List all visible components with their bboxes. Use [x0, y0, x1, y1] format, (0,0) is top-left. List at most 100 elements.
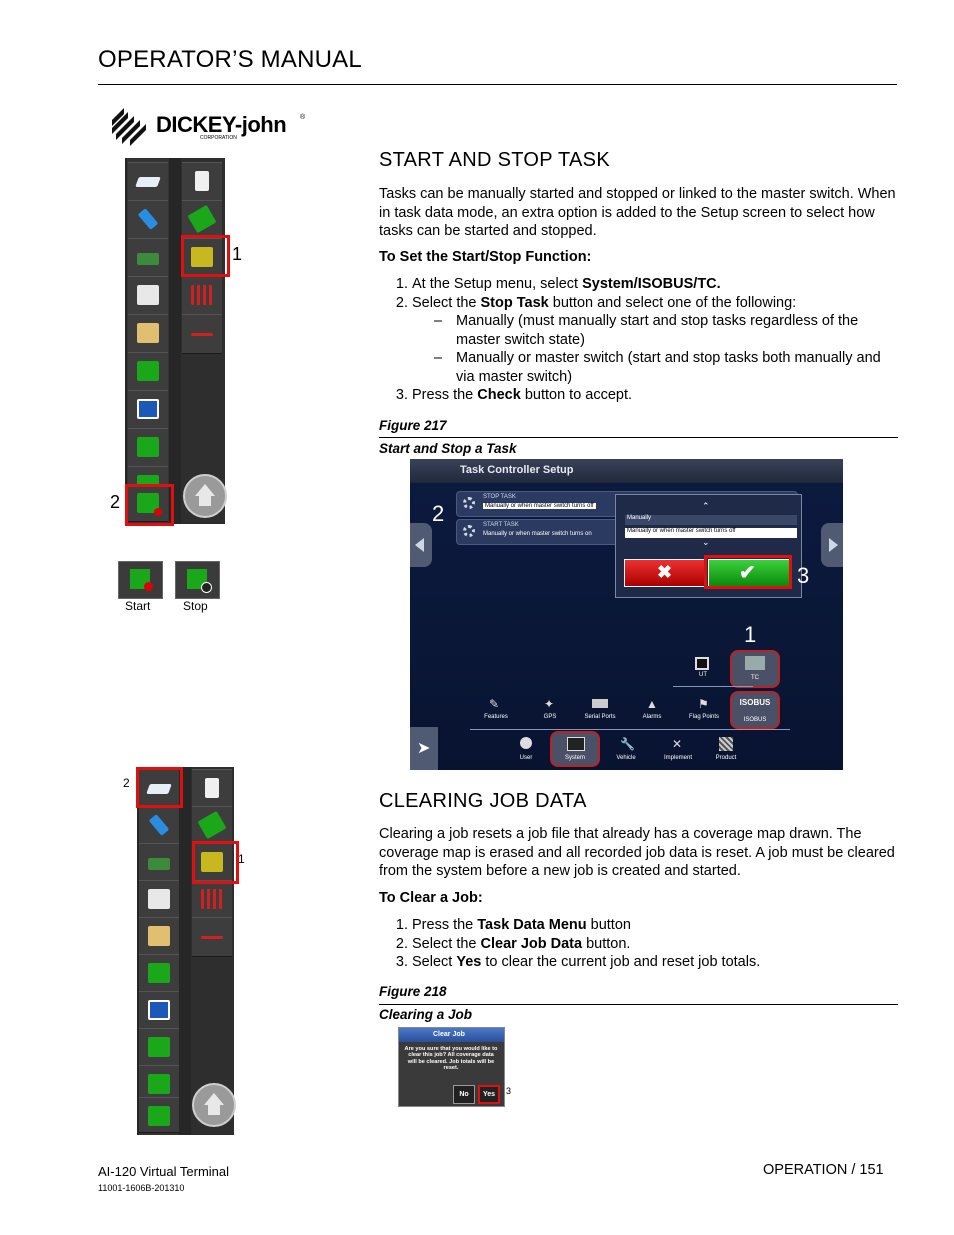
home-button[interactable]	[183, 474, 227, 518]
arrows-icon	[201, 936, 223, 939]
figure-217-rule	[379, 437, 898, 438]
usb-button[interactable]	[128, 200, 168, 240]
no-button[interactable]: No	[453, 1085, 475, 1104]
sections-button[interactable]	[182, 276, 222, 316]
stop-task-dropdown: ⌃ Manually Manually or when master switc…	[615, 494, 802, 598]
nav-right-arrow[interactable]	[821, 523, 843, 567]
stop-icon-tile	[175, 561, 220, 599]
usb-button[interactable]	[139, 806, 179, 846]
callout-number-1: 1	[232, 244, 243, 264]
tractor-button[interactable]	[192, 843, 232, 883]
home-button[interactable]	[192, 1083, 236, 1127]
system-button[interactable]: System	[550, 731, 600, 767]
map-button[interactable]	[128, 314, 168, 354]
job-list-button[interactable]	[128, 428, 168, 468]
tc-button[interactable]: TC	[730, 650, 780, 688]
field-button[interactable]	[128, 238, 168, 278]
sections-button[interactable]	[192, 880, 232, 920]
gps-button[interactable]: ✦ GPS	[530, 695, 570, 725]
section1-subheading: To Set the Start/Stop Function:	[379, 249, 592, 265]
figure-218-caption: Clearing a Job	[379, 1007, 473, 1022]
new-job-button[interactable]	[128, 352, 168, 392]
arrows-icon	[191, 333, 213, 336]
map-button[interactable]	[139, 917, 179, 957]
edit-button[interactable]	[139, 880, 179, 920]
left2-callout-1: 1	[238, 852, 245, 866]
features-icon: ✎	[489, 697, 500, 711]
gear-icon	[463, 525, 475, 537]
features-button[interactable]: ✎Features	[476, 695, 516, 725]
field-button[interactable]	[139, 843, 179, 883]
satellite-icon: ✦	[544, 697, 555, 711]
implement-button[interactable]: ✕Implement	[656, 735, 700, 765]
start-icon-tile	[118, 561, 163, 599]
wrench-icon: 🔧	[620, 737, 635, 751]
offset-button[interactable]	[192, 917, 232, 957]
section2-intro: Clearing a job resets a job file that al…	[379, 826, 895, 879]
jobs-icon	[137, 437, 159, 457]
user-label: User	[519, 755, 533, 761]
dialog-title-bar	[399, 1028, 504, 1042]
stop-task-value: Manually or when master switch turns off	[483, 503, 596, 509]
fig217-callout-2: 2	[432, 501, 445, 526]
sections-icon	[201, 889, 223, 909]
new-job-button[interactable]	[139, 954, 179, 994]
field-boundary-button[interactable]	[192, 806, 232, 846]
start-task-button[interactable]	[128, 484, 168, 522]
tractor-icon	[191, 247, 213, 267]
figure-218-label: Figure 218	[379, 984, 447, 999]
tree-line	[673, 686, 753, 687]
isobus-icon: ISOBUS	[739, 698, 771, 707]
fig217-callout-3: 3	[797, 563, 810, 588]
tractor-button[interactable]	[182, 238, 222, 278]
sd-card-button[interactable]	[192, 769, 232, 809]
boundary-icon	[197, 810, 227, 840]
tc-icon	[745, 656, 765, 670]
eraser-button[interactable]	[128, 162, 168, 202]
flag-points-button[interactable]: ⚑Flag Points	[682, 695, 726, 725]
section1-intro: Tasks can be manually started and stoppe…	[379, 186, 896, 239]
callout-box-tractor	[192, 841, 239, 884]
dropdown-option-manually[interactable]: Manually	[625, 515, 797, 525]
start-task-icon	[137, 493, 162, 516]
cancel-button[interactable]: ✖	[624, 559, 706, 587]
serial-ports-button[interactable]: Serial Ports	[580, 695, 620, 725]
isobus-button[interactable]: ISOBUS ISOBUS	[730, 691, 780, 729]
field-boundary-button[interactable]	[182, 200, 222, 240]
job-info-button[interactable]	[139, 991, 179, 1031]
job-info-button[interactable]	[128, 390, 168, 430]
gps-label: GPS	[543, 714, 557, 720]
home-icon	[204, 1093, 224, 1105]
sd-card-button[interactable]	[182, 162, 222, 202]
product-button[interactable]: Product	[706, 735, 746, 765]
user-button[interactable]: User	[506, 735, 546, 765]
vehicle-label: Vehicle	[616, 755, 636, 761]
page-header-title: OPERATOR’S MANUAL	[98, 46, 362, 73]
usb-icon	[148, 814, 170, 836]
calendar-icon	[148, 1000, 170, 1020]
start-task-button[interactable]	[139, 1097, 179, 1133]
footer-product: AI-120 Virtual Terminal	[98, 1164, 230, 1179]
callout-number-2: 2	[110, 492, 121, 512]
offset-button[interactable]	[182, 314, 222, 354]
yes-button[interactable]: Yes	[478, 1085, 500, 1104]
task-data-menu-panel-2	[137, 767, 236, 1135]
job-list-button[interactable]	[139, 1028, 179, 1068]
map-icon	[148, 926, 170, 946]
ut-button[interactable]: UT	[690, 655, 716, 683]
gear-icon	[463, 497, 475, 509]
check-button[interactable]: ✔	[708, 559, 790, 587]
alarms-button[interactable]: ▲Alarms	[632, 695, 672, 725]
figure-218-rule	[379, 1004, 898, 1005]
chevron-up-icon[interactable]: ⌃	[702, 501, 710, 511]
chevron-right-icon	[829, 538, 838, 552]
clear-job-dialog: Clear Job Are you sure that you would li…	[398, 1027, 505, 1107]
vehicle-button[interactable]: 🔧 Vehicle	[606, 735, 646, 765]
start-task-title: START TASK	[483, 522, 519, 528]
edit-button[interactable]	[128, 276, 168, 316]
serial-ports-label: Serial Ports	[584, 714, 616, 720]
chevron-down-icon[interactable]: ⌄	[702, 537, 710, 547]
exit-button[interactable]: ➤	[410, 727, 438, 770]
nav-left-arrow[interactable]	[410, 523, 432, 567]
dropdown-option-manual-or-master[interactable]: Manually or when master switch turns off	[625, 528, 797, 538]
